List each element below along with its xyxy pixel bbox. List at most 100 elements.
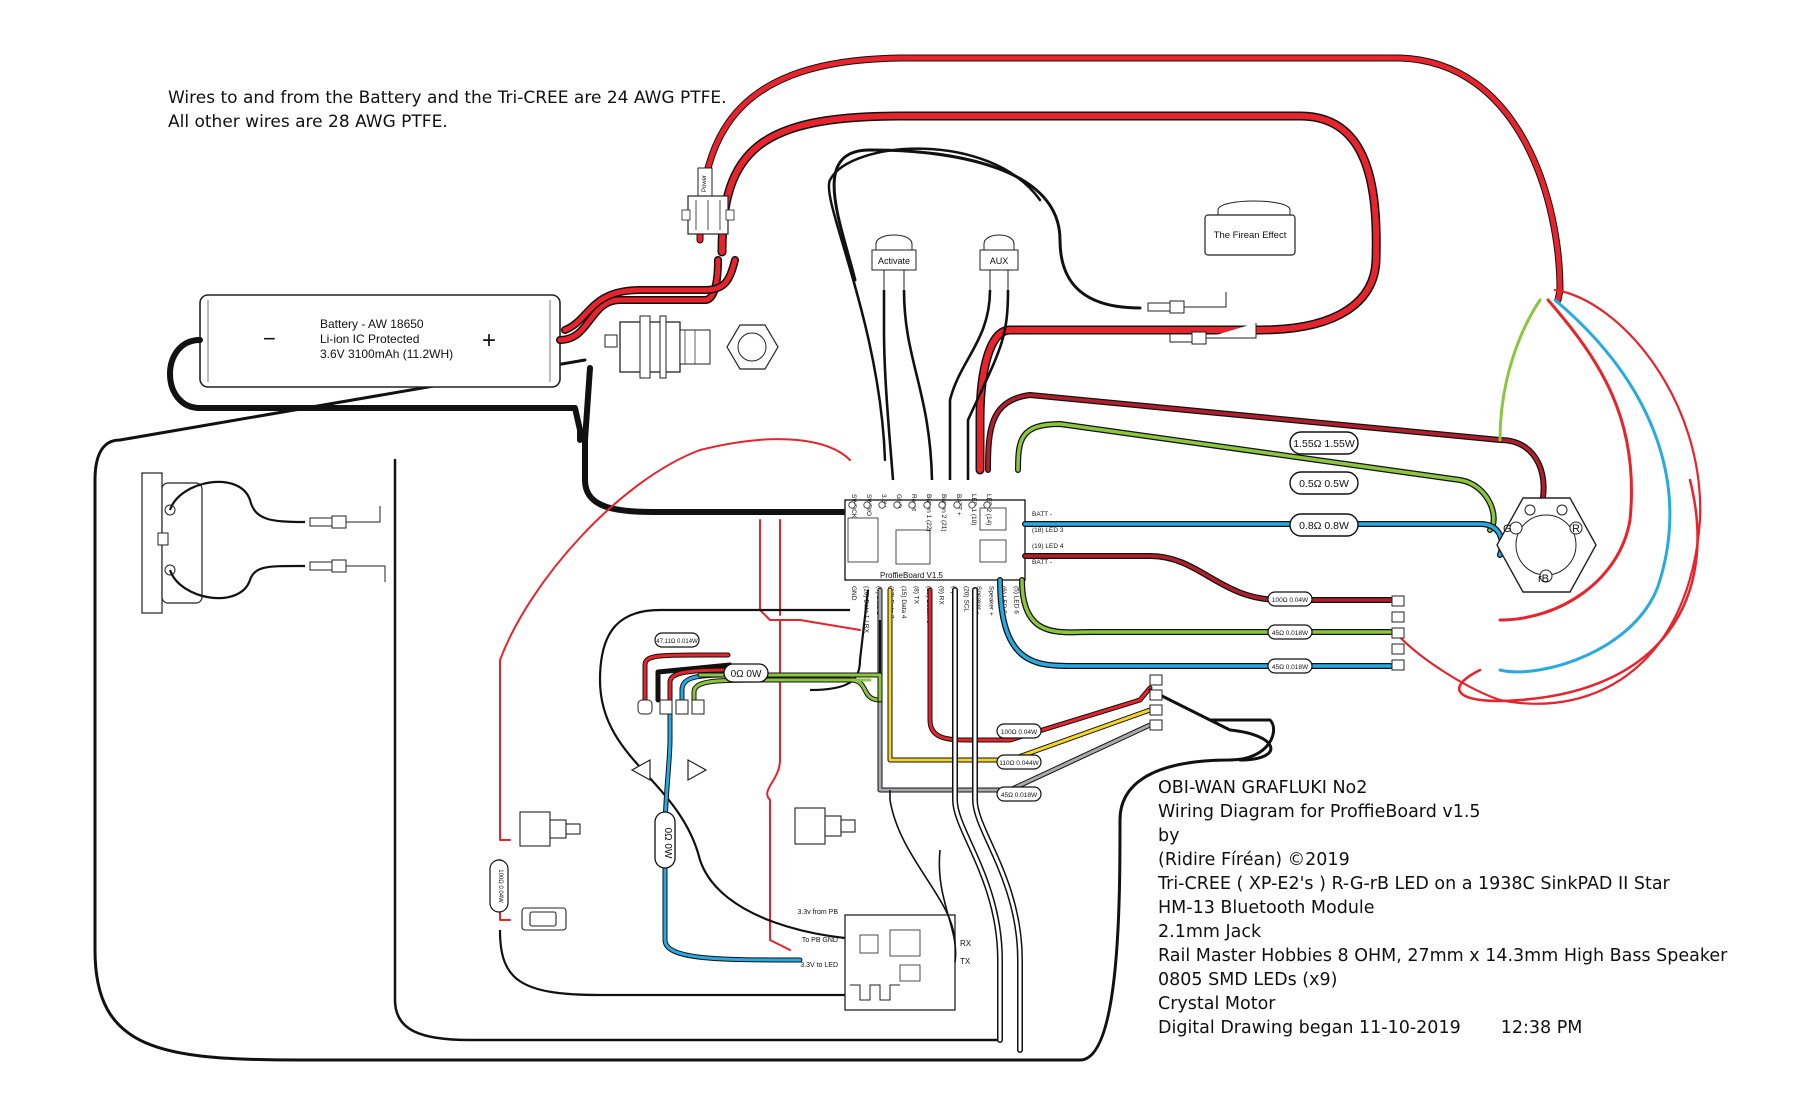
board-top-pin: Button 2 (21) xyxy=(940,494,947,532)
info-jack: 2.1mm Jack xyxy=(1158,922,1262,942)
board-pad xyxy=(953,501,961,509)
left-red-wires xyxy=(499,438,861,951)
smd-leds-right xyxy=(1391,595,1405,671)
diagram-info: OBI-WAN GRAFLUKI No2 Wiring Diagram for … xyxy=(1158,776,1727,1040)
board-pad xyxy=(893,501,901,509)
power-resistors: 1.55Ω 1.55W 0.5Ω 0.5W 0.8Ω 0.8W xyxy=(1289,431,1359,537)
button-wires xyxy=(882,289,1010,481)
bt-wires xyxy=(889,790,957,963)
bt-rx: RX xyxy=(960,939,972,948)
connector-mid xyxy=(794,807,856,845)
board-bottom-pin: (9) RX xyxy=(938,586,945,605)
board-top-pin: 3.3V xyxy=(880,494,887,508)
resistor-s3: 45Ω 0.018W xyxy=(1272,664,1309,671)
power-switch[interactable]: Power xyxy=(681,167,735,235)
proffieboard: ProffieBoard V1.5 xyxy=(844,499,1026,581)
zero-ohm-vertical: 0Ω 0W xyxy=(654,811,676,869)
board-right-pin: BATT - xyxy=(1032,511,1052,518)
board-top-pin: LED 1 (10) xyxy=(970,494,977,525)
board-pad xyxy=(968,501,976,509)
resistor-r1: 1.55Ω 1.55W xyxy=(1293,438,1355,450)
wire-note-line2: All other wires are 28 AWG PTFE. xyxy=(168,112,448,132)
info-smd-leds: 0805 SMD LEDs (x9) xyxy=(1158,970,1338,990)
battery: − + Battery - AW 18650 Li-ion IC Protect… xyxy=(199,294,561,388)
battery-title: Battery - AW 18650 xyxy=(320,317,424,331)
connector-left xyxy=(519,811,581,931)
resistor-s2: 45Ω 0.018W xyxy=(1272,630,1309,637)
power-switch-label: Power xyxy=(702,175,708,192)
tri-cree-led: G R rB xyxy=(1496,497,1597,593)
board-bottom-pin: Speaker - xyxy=(975,586,982,614)
nav-arrows xyxy=(630,758,708,782)
bt-to-gnd: To PB GND xyxy=(802,937,838,944)
resistor-ohm0: 0Ω 0W xyxy=(731,669,762,680)
info-drawing-date: Digital Drawing began 11-10-2019 12:38 PM xyxy=(1158,1016,1727,1040)
info-bluetooth: HM-13 Bluetooth Module xyxy=(1158,898,1375,918)
bt-to-led: 3.3V to LED xyxy=(800,962,838,969)
pin-connectors-top xyxy=(1147,292,1257,345)
bluetooth-module: 3.3v from PB To PB GND 3.3V to LED RX TX xyxy=(798,909,972,1011)
board-top-pin: LED 2 (14) xyxy=(985,494,992,525)
firean-effect: The Firean Effect xyxy=(1204,200,1296,256)
info-speaker: Rail Master Hobbies 8 OHM, 27mm x 14.3mm… xyxy=(1158,946,1728,966)
info-led: Tri-CREE ( XP-E2's ) R-G-rB LED on a 193… xyxy=(1158,874,1670,894)
resistor-small-top: 47.11Ω 0.014W xyxy=(656,639,698,645)
smd-resistors-right: 100Ω 0.04W 45Ω 0.018W 45Ω 0.018W xyxy=(1267,591,1313,674)
board-bottom-pin: (20) SCL xyxy=(963,586,970,612)
cree-r: R xyxy=(1572,523,1580,535)
board-bottom-pins: GND(16) Data 1 / RX(4) Data 2(17) Data 3… xyxy=(850,586,1020,634)
battery-minus: − xyxy=(263,326,276,351)
dc-jack xyxy=(604,315,779,379)
aux-label: AUX xyxy=(990,256,1009,266)
board-pad xyxy=(848,501,856,509)
firean-label: The Firean Effect xyxy=(1214,230,1287,241)
resistor-s4: 100Ω 0.04W xyxy=(1001,729,1038,736)
resistor-left-vertical: 100Ω 0.04W xyxy=(489,859,509,913)
aux-button[interactable]: AUX xyxy=(979,234,1019,290)
long-wires xyxy=(93,54,1699,1062)
board-bottom-pin: Speaker + xyxy=(988,586,995,616)
board-right-pins: BATT - (18) LED 3 (19) LED 4 BATT - xyxy=(1032,511,1064,566)
info-title: OBI-WAN GRAFLUKI No2 xyxy=(1158,778,1368,798)
led-wires xyxy=(985,288,1702,705)
cree-g: G xyxy=(1503,523,1512,535)
speaker-pins xyxy=(309,506,386,582)
board-right-pin: BATT - xyxy=(1032,559,1052,566)
resistor-r3: 0.8Ω 0.8W xyxy=(1299,520,1349,532)
board-right-pin: (19) LED 4 xyxy=(1032,543,1064,550)
battery-wires xyxy=(167,256,863,515)
activate-button[interactable]: Activate xyxy=(871,234,917,290)
wire-note: Wires to and from the Battery and the Tr… xyxy=(168,86,727,134)
board-pad xyxy=(863,501,871,509)
board-top-pin: Button 1 (22) xyxy=(925,494,932,532)
smd-resistors-middle: 100Ω 0.04W 110Ω 0.044W 45Ω 0.018W xyxy=(996,723,1042,802)
info-date: Digital Drawing began 11-10-2019 xyxy=(1158,1018,1461,1038)
resistor-ohm0-vertical: 0Ω 0W xyxy=(662,828,673,859)
info-motor: Crystal Motor xyxy=(1158,994,1276,1014)
resistor-cluster-left: 47.11Ω 0.014W xyxy=(654,632,700,648)
zero-ohm-resistor: 0Ω 0W xyxy=(723,663,769,683)
left-black-wires xyxy=(498,589,900,997)
board-bottom-pin: (5) LED 6 xyxy=(1013,586,1020,614)
battery-type: Li-ion IC Protected xyxy=(320,332,419,346)
speaker-wires xyxy=(168,480,306,600)
board-pad xyxy=(923,501,931,509)
info-time: 12:38 PM xyxy=(1500,1018,1583,1038)
smd-leds-middle xyxy=(1149,674,1163,731)
wire-note-line1: Wires to and from the Battery and the Tr… xyxy=(168,88,727,108)
bt-from-pb: 3.3v from PB xyxy=(798,909,839,916)
resistor-left-vertical-label: 100Ω 0.04W xyxy=(497,869,503,903)
board-pad xyxy=(878,501,886,509)
board-top-pin: GND xyxy=(895,494,902,509)
resistor-s6: 45Ω 0.018W xyxy=(1001,792,1038,799)
resistor-r2: 0.5Ω 0.5W xyxy=(1299,478,1349,490)
resistor-s5: 110Ω 0.044W xyxy=(999,760,1039,767)
board-bottom-pin: (15) Data 4 xyxy=(900,586,907,619)
board-right-pin: (18) LED 3 xyxy=(1032,527,1064,534)
info-author: (Ridire Fíréan) ©2019 xyxy=(1158,850,1350,870)
board-name: ProffieBoard V1.5 xyxy=(880,571,944,580)
board-top-pins: SWDCKSWDIO3.3VGNDResetButton 1 (22)Butto… xyxy=(848,494,992,532)
board-bottom-pin: GND xyxy=(850,586,857,601)
info-subtitle: Wiring Diagram for ProffieBoard v1.5 xyxy=(1158,802,1481,822)
